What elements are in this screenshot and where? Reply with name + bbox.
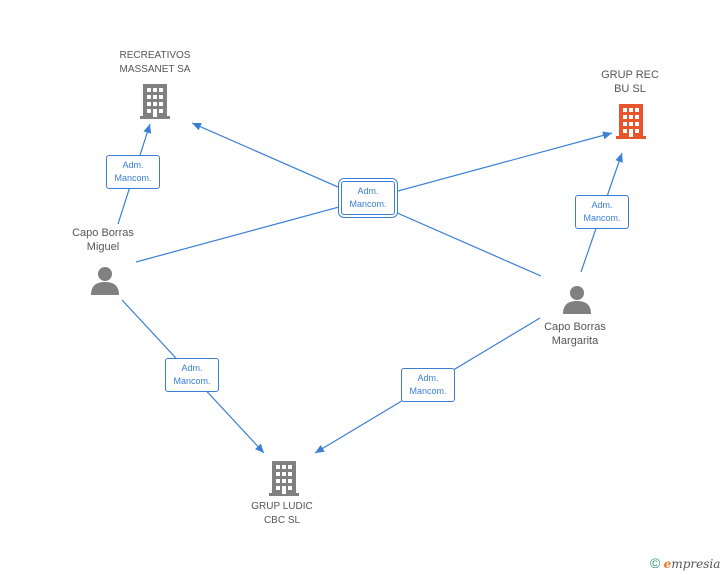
- company-label-grup-ludic[interactable]: GRUP LUDIC CBC SL: [251, 501, 313, 526]
- building-icon: [140, 84, 170, 119]
- person-label-margarita[interactable]: Capo Borras Margarita: [544, 321, 606, 347]
- edge-label-miguel-grup-ludic: Adm.Mancom.: [165, 358, 219, 392]
- edge-label-margarita-grup-ludic: Adm.Mancom.: [401, 368, 455, 402]
- building-icon-highlighted: [616, 104, 646, 139]
- empresia-logo: © empresia: [650, 555, 720, 571]
- edge-label-margarita-grup-rec: Adm.Mancom.: [575, 195, 629, 229]
- company-label-recreativos[interactable]: RECREATIVOS MASSANET SA: [119, 50, 191, 75]
- brand-initial: e: [663, 557, 672, 571]
- person-icon: [91, 267, 119, 295]
- company-label-grup-rec[interactable]: GRUP REC BU SL: [601, 69, 659, 95]
- brand-name: mpresia: [671, 557, 721, 571]
- person-icon: [563, 286, 591, 314]
- person-label-miguel[interactable]: Capo Borras Miguel: [72, 227, 134, 253]
- copyright-symbol: ©: [650, 555, 661, 571]
- edge-label-center: Adm.Mancom.: [341, 181, 395, 215]
- edge-label-miguel-recreativos: Adm.Mancom.: [106, 155, 160, 189]
- building-icon: [269, 461, 299, 496]
